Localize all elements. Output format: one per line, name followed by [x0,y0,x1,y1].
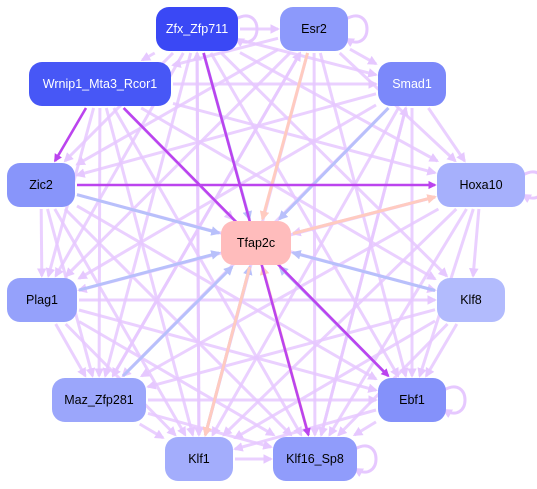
edge-zfx-to-smad1 [239,38,378,78]
edge-tfap2c-to-klf1 [202,266,252,437]
node-klf8[interactable]: Klf8 [437,278,505,322]
node-klf1[interactable]: Klf1 [165,437,233,481]
node-label: Wrnip1_Mta3_Rcor1 [42,77,158,91]
edge-wrnip1-to-klf8 [140,106,437,281]
edge-esr2-to-smad1 [349,47,378,66]
node-wrnip1-mta3-rcor1[interactable]: Wrnip1_Mta3_Rcor1 [29,62,171,106]
node-klf16-sp8[interactable]: Klf16_Sp8 [273,437,357,481]
edge-esr2-to-wrnip1 [171,36,279,68]
node-label: Hoxa10 [459,178,503,192]
edge-klf8-to-tfap2c [291,250,436,292]
edge-zic2-to-tfap2c [76,193,221,236]
node-label: Zic2 [29,178,53,192]
edge-plag1-to-tfap2c [78,250,221,292]
node-label: Maz_Zfp281 [64,393,134,407]
edge-hoxa10-to-klf8 [468,208,481,278]
edge-smad1-to-hoxa10 [427,107,466,163]
edge-klf8-to-ebf1 [424,323,459,378]
node-smad1[interactable]: Smad1 [378,62,446,106]
edge-wrnip1-to-klf16 [112,107,303,437]
node-ebf1[interactable]: Ebf1 [378,378,446,422]
edge-smad1-to-plag1 [77,103,377,280]
node-label: Plag1 [26,293,58,307]
node-label: Tfap2c [236,236,276,250]
edge-maz-to-esr2 [111,51,302,377]
edge-esr2-to-hoxa10 [338,51,457,163]
edge-wrnip1-to-zic2 [53,107,88,163]
edge-smad1-to-tfap2c [278,106,390,221]
edge-maz-to-tfap2c [121,265,234,378]
edge-plag1-to-maz [54,323,87,378]
edge-esr2-to-zic2 [75,48,279,166]
edge-zic2-to-ebf1 [76,204,378,381]
edge-zic2-to-plag1 [36,208,47,278]
edge-ebf1-to-klf16 [352,420,377,437]
node-label: Klf8 [460,293,482,307]
node-label: Zfx_Zfp711 [165,22,229,36]
edge-smad1-to-klf1 [211,107,400,437]
node-plag1[interactable]: Plag1 [7,278,77,322]
edge-zfx-to-wrnip1 [140,51,156,62]
node-maz-zfp281[interactable]: Maz_Zfp281 [52,378,146,422]
node-tfap2c[interactable]: Tfap2c [221,221,291,265]
node-zic2[interactable]: Zic2 [7,163,75,207]
edge-hoxa10-to-klf1 [222,207,458,437]
node-label: Ebf1 [399,393,425,407]
self-loop-esr2 [344,14,369,47]
edge-esr2-to-klf16 [310,52,320,437]
edge-klf1-to-zfx [192,51,202,436]
node-zfx-zfp711[interactable]: Zfx_Zfp711 [156,7,238,51]
self-loop-zfx [234,14,259,47]
edge-hoxa10-to-klf16 [328,208,468,437]
node-label: Klf1 [188,452,210,466]
edge-hoxa10-to-maz [139,207,440,378]
node-esr2[interactable]: Esr2 [280,7,348,51]
edge-maz-to-klf1 [138,422,165,440]
edge-tfap2c-to-hoxa10 [292,194,437,235]
self-loop-klf16 [353,444,378,477]
edge-zfx-to-ebf1 [209,52,400,378]
self-loop-ebf1 [442,385,467,418]
node-label: Smad1 [392,77,432,91]
node-hoxa10[interactable]: Hoxa10 [437,163,525,207]
edge-klf8-to-maz [146,308,436,390]
node-label: Esr2 [301,22,327,36]
node-label: Klf16_Sp8 [286,452,344,466]
edge-esr2-to-tfap2c [259,52,309,221]
self-loop-hoxa10 [521,170,537,203]
